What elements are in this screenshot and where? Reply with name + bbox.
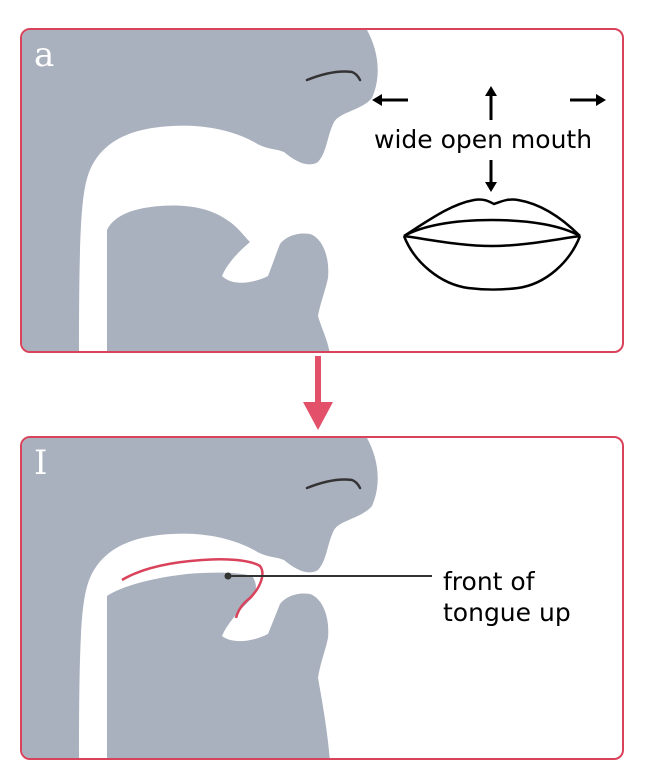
panel-a: a wide open mouth (20, 28, 624, 353)
caption-line-1: front of (443, 567, 535, 596)
tongue-shape (107, 205, 330, 351)
caption-front-of-tongue-up: front of tongue up (443, 566, 571, 629)
panel-letter-i: I (34, 443, 48, 483)
mouth-cross-section-i (22, 438, 432, 758)
nostril-line (305, 70, 362, 82)
mouth-cross-section-a (22, 30, 378, 351)
caption-wide-open-mouth: wide open mouth (374, 125, 593, 154)
arrow-right-icon (570, 94, 606, 106)
nostril-line (305, 478, 362, 490)
panel-letter-a: a (34, 35, 55, 75)
lips-diagram (372, 86, 606, 291)
upper-head-shape (22, 438, 378, 758)
panel-i: I front of tongue up (20, 436, 624, 760)
arrow-up-icon (485, 86, 497, 120)
caption-line-2: tongue up (443, 598, 571, 628)
pointer-line (224, 572, 432, 580)
upper-head-shape (22, 30, 378, 351)
arrow-down-icon (485, 160, 497, 192)
tongue-shape (107, 572, 330, 758)
arrow-left-icon (372, 94, 408, 106)
open-lips-icon (402, 198, 582, 291)
tongue-raised-outline (121, 558, 264, 619)
